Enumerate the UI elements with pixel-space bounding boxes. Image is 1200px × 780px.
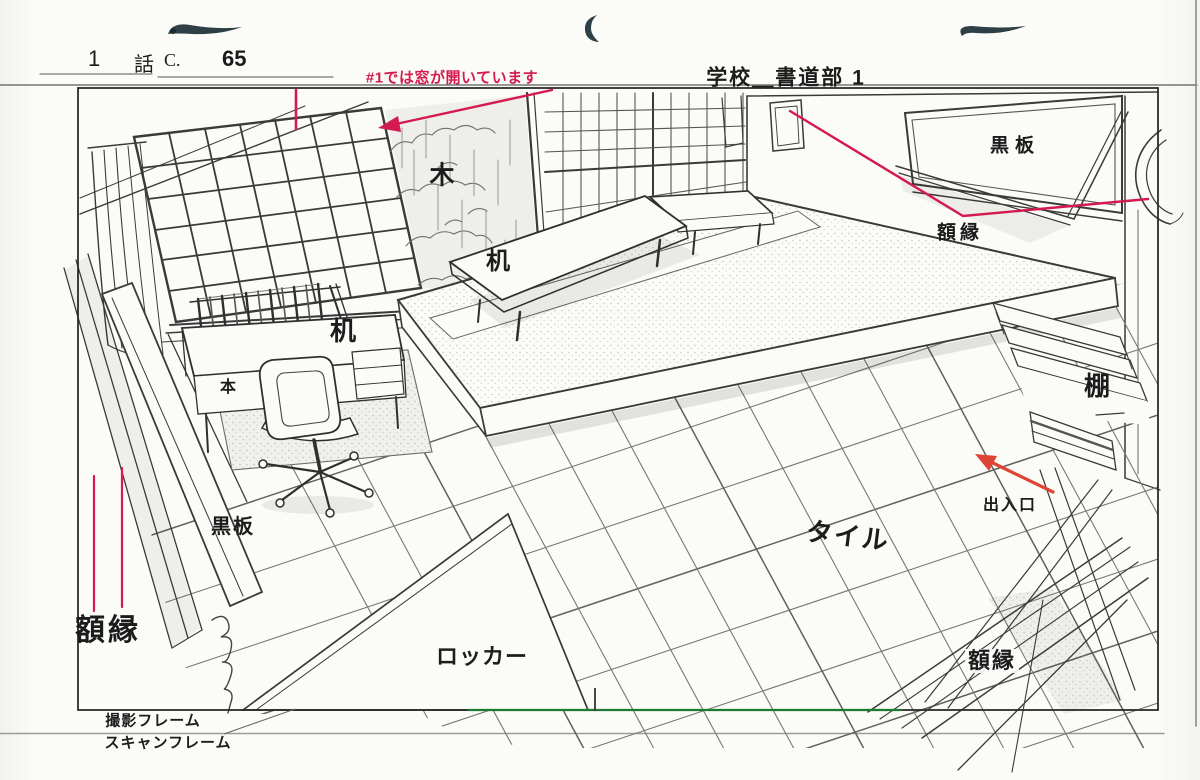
scan-frame-border [0,0,1198,735]
low-table-2 [648,190,775,255]
leaning-frame-right-wall [895,109,1129,243]
episode-number: 1 [88,46,101,71]
label-doorway: 出入口 [982,497,1038,514]
red-note-arrow [378,88,554,132]
cut-number: 65 [222,46,247,71]
scan-frame-label: スキャンフレーム [104,734,232,752]
leaning-items-left [63,253,264,714]
lattice-window [132,106,423,324]
red-frame-pointer-line [788,109,1150,218]
episode-label: 話 [134,54,154,76]
location-title: 学校＿書道部 1 [706,66,866,90]
door-corner [1124,95,1161,491]
red-annotations [92,88,1150,613]
locker-triangle [240,512,590,711]
leaning-frames-left [63,253,203,649]
picture-frame-on-wall [769,99,805,152]
label-locker: ロッカー [435,644,529,669]
label-picture-frame-bottom-right: 額縁 [964,649,1020,673]
label-tree: 木 [429,161,455,190]
label-desk: 机 [329,316,357,346]
blackboard-top-right [903,94,1123,222]
crumpled-cloth [211,615,233,714]
camera-frame-label: 撮影フレーム [105,712,201,730]
office-chair [258,355,374,518]
tatami-platform [396,190,1121,448]
red-frame-pointer-lines-left [92,466,124,613]
sheet-header: 1 話 C. 65 [40,40,370,82]
low-table-1 [448,194,689,342]
drawer-unit [351,347,405,400]
shelf-right [991,302,1150,701]
binder-hole-marks [168,15,1026,42]
camera-frame-border [77,87,1159,735]
doorway-arrow [975,454,1055,494]
leaning-frames-bottom-right [867,479,1149,773]
leaning-blackboard-left [100,281,264,608]
cut-label: C. [164,50,181,70]
label-picture-frame-top-right: 額縁 [936,222,984,244]
label-picture-frame-left: 額縁 [75,614,141,647]
label-shelf: 棚 [1083,371,1111,401]
walls-and-windows [79,91,1184,491]
round-object [1134,129,1184,225]
teacher-desk-area [180,282,433,518]
label-low-table: 机 [486,248,510,275]
label-books: 本 [219,379,237,396]
label-blackboard-left: 黒板 [211,516,255,538]
hanging-banner [721,95,744,148]
production-note: #1では窓が開いています [365,69,539,87]
label-blackboard-top-right: 黒板 [989,135,1041,157]
